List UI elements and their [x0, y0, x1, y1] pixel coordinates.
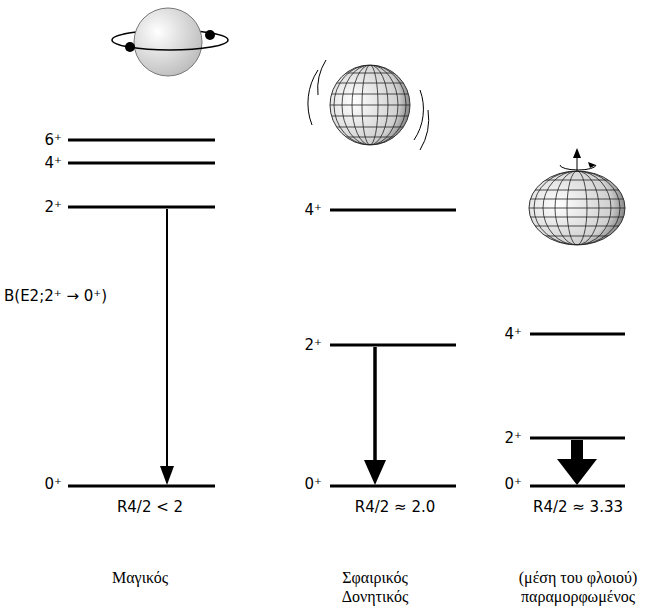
nucleus-type-caption: Σφαιρικός Δονητικός	[328, 568, 423, 606]
level-spin: 0⁺	[305, 475, 322, 493]
energy-ratio: R4/2 ≈ 3.33	[533, 498, 623, 516]
energy-ratio: R4/2 ≈ 2.0	[355, 498, 436, 516]
level-spin: 6⁺	[45, 131, 62, 149]
level-spin: 0⁺	[45, 475, 62, 493]
e2-transitions	[160, 209, 597, 485]
level-spin: 4⁺	[305, 201, 322, 219]
magic-nucleus	[112, 8, 228, 76]
level-spin: 2⁺	[45, 198, 62, 216]
vibrating-nucleus	[308, 60, 429, 150]
nucleus-type-caption: (μέση του φλοιού) παραμορφωμένος	[506, 568, 651, 606]
energy-levels	[68, 140, 625, 486]
level-spin: 2⁺	[505, 429, 522, 447]
deformed-nucleus	[529, 148, 625, 245]
level-spin: 0⁺	[505, 475, 522, 493]
level-spin: 4⁺	[505, 325, 522, 343]
nucleus-type-caption: Μαγικός	[112, 568, 168, 587]
transition-strength: B(E2;2⁺ → 0⁺)	[4, 287, 107, 305]
energy-ratio: R4/2 < 2	[117, 498, 183, 516]
level-spin: 4⁺	[45, 154, 62, 172]
level-spin: 2⁺	[305, 336, 322, 354]
